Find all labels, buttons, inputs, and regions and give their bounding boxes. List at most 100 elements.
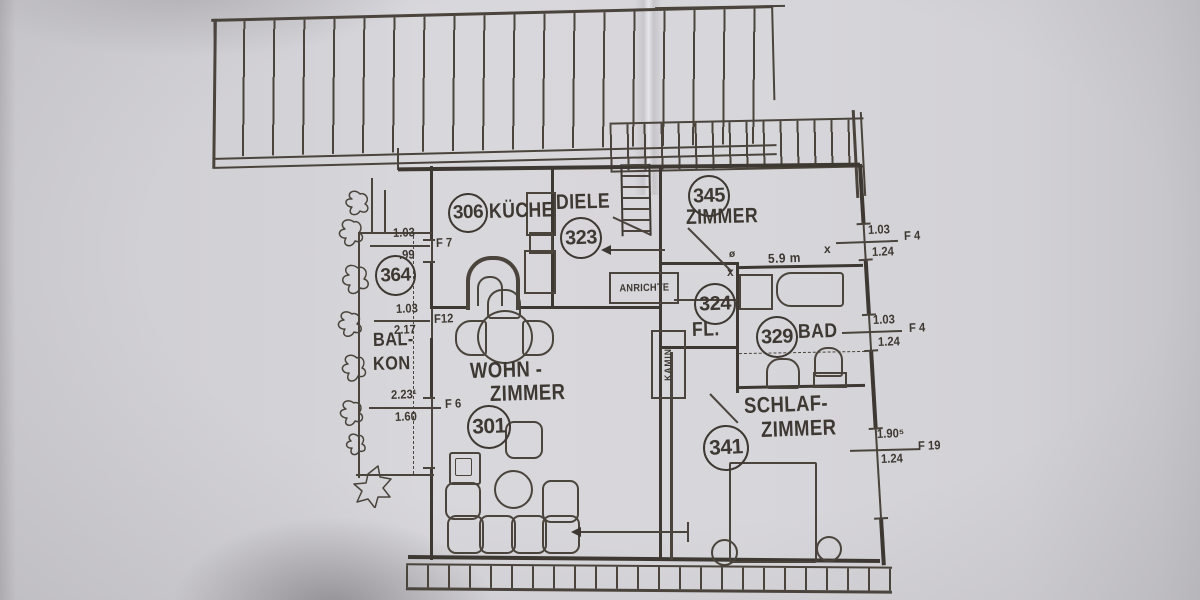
side-table: [449, 452, 481, 485]
dim-f12-under: 2.17: [393, 322, 417, 337]
wall-right-seg-3: [869, 350, 878, 429]
dim-f6-ref: F 6: [444, 396, 462, 411]
window-f19: [874, 428, 882, 519]
sofa-seat-3: [511, 515, 547, 554]
kamin-label: KAMIN: [663, 348, 673, 381]
arched-doorway: [466, 256, 520, 310]
room-label-diele: DIELE: [555, 189, 611, 214]
door-diagonal-zimmer: [687, 227, 732, 272]
dim-f12-ref: F12: [433, 311, 454, 326]
sofa-seat-1: [447, 515, 484, 554]
wall-right-seg-2: [863, 259, 871, 315]
dim-f4b-ref: F 4: [908, 320, 926, 335]
room-number-diele: 323: [559, 216, 603, 260]
stair-arrow-line: [607, 249, 665, 251]
sofa-seat-2: [479, 515, 516, 554]
dim-f7-ref: F 7: [435, 235, 453, 250]
balcony-railing-bottom: [405, 558, 893, 597]
diameter-mark: ø: [729, 249, 736, 260]
dim-f19-under: 1.24: [880, 451, 904, 466]
wall-right-seg-4: [879, 518, 886, 566]
bath-sink: [739, 274, 773, 310]
measure-arrowhead: [571, 527, 581, 537]
wall-kueche-wohnzimmer-1: [430, 306, 466, 309]
balkon-bottom-edge: [356, 474, 434, 476]
wall-kueche-wohnzimmer-2: [520, 306, 661, 309]
kitchen-counter-3: [524, 250, 556, 294]
bed: [729, 462, 817, 563]
balkon-dash-line: [413, 236, 414, 474]
flur-edge-line: [674, 299, 737, 301]
x-mark-2: x: [824, 242, 832, 256]
bad-dash-line: [739, 350, 865, 355]
wall-tick-2: [423, 261, 435, 263]
wall-tick-1: [423, 239, 435, 241]
window-f7: [431, 240, 433, 262]
balcony-door-f6: [431, 398, 433, 468]
toilet: [766, 358, 800, 389]
dim-f12-over: 1.03: [395, 301, 419, 316]
wall-flur-schlafzimmer: [659, 346, 739, 349]
room-label-bad: BAD: [797, 319, 838, 343]
wall-tick-10: [874, 516, 889, 520]
armchair-1: [505, 421, 543, 459]
dining-chair-left: [455, 320, 487, 356]
wall-tick-8: [864, 349, 879, 353]
wall-flur-bad: [736, 263, 739, 393]
stair-arrowhead: [601, 245, 611, 255]
wall-outer-left-3: [430, 338, 433, 398]
dim-f4a-over: 1.03: [867, 222, 891, 237]
bidet: [814, 347, 843, 377]
wall-wohn-schlaf-1: [659, 312, 662, 560]
dim-f4a-ref: F 4: [903, 228, 921, 243]
dining-chair-right: [522, 320, 554, 356]
dining-table: [477, 310, 533, 364]
dim-f4a-under: 1.24: [871, 244, 895, 259]
wall-outer-left-1: [430, 166, 433, 240]
anrichte-label: ANRICHTE: [618, 281, 670, 295]
measure-arrow-line: [577, 531, 689, 533]
anrichte-box: ANRICHTE: [609, 272, 679, 304]
extension-line-1: [371, 178, 373, 234]
measure-arrow-tick: [687, 522, 689, 542]
wall-tick-6: [858, 258, 873, 262]
dim-f6-over: 2.23¹: [390, 387, 417, 402]
dim-f12-line: [374, 320, 430, 322]
arched-doorway-inner: [477, 276, 503, 306]
balkon-top-edge: [358, 232, 432, 234]
wall-stub-top-left: [397, 148, 399, 170]
room-label-balkon-2: KON: [372, 353, 411, 375]
wall-tick-4: [423, 467, 435, 469]
dim-f4b-under: 1.24: [877, 334, 901, 349]
dim-f19-over: 1.90⁵: [876, 426, 905, 441]
room-label-wohnzimmer-1: WOHN -: [469, 356, 543, 383]
kamin-box: KAMIN: [651, 330, 686, 399]
dim-f7-over: 1.03: [392, 225, 416, 240]
armchair-2: [542, 480, 579, 523]
room-label-schlafzimmer-2: ZIMMER: [760, 414, 837, 442]
sofa-seat-left: [445, 482, 481, 520]
dim-f19-ref: F 19: [917, 438, 941, 453]
plant-sketch: [337, 190, 392, 508]
bathtub: [776, 272, 844, 307]
dim-f7-line: [370, 245, 430, 247]
x-mark-1: x: [727, 265, 735, 279]
wall-tick-3: [423, 397, 435, 399]
bath-shelf: [813, 372, 847, 388]
dim-f7-under: .99: [398, 247, 415, 262]
balkon-left-edge: [358, 232, 360, 478]
room-label-wohnzimmer-2: ZIMMER: [489, 379, 566, 406]
extension-line-2: [384, 190, 386, 234]
room-label-kueche: KÜCHE: [488, 198, 555, 223]
room-number-kueche: 306: [447, 192, 489, 234]
staircase: [620, 163, 652, 237]
wall-wohn-schlaf-2: [670, 352, 673, 560]
room-label-flur: FL.: [691, 318, 720, 341]
nightstand-right: [816, 536, 842, 562]
kitchen-counter-2: [529, 232, 553, 254]
room-label-zimmer345: ZIMMER: [685, 204, 759, 229]
dim-f4b-over: 1.03: [872, 312, 896, 327]
wall-outer-left-2: [430, 262, 433, 307]
wall-zimmer-flur: [659, 262, 739, 265]
bad-area-label: 5.9 m: [767, 249, 802, 266]
